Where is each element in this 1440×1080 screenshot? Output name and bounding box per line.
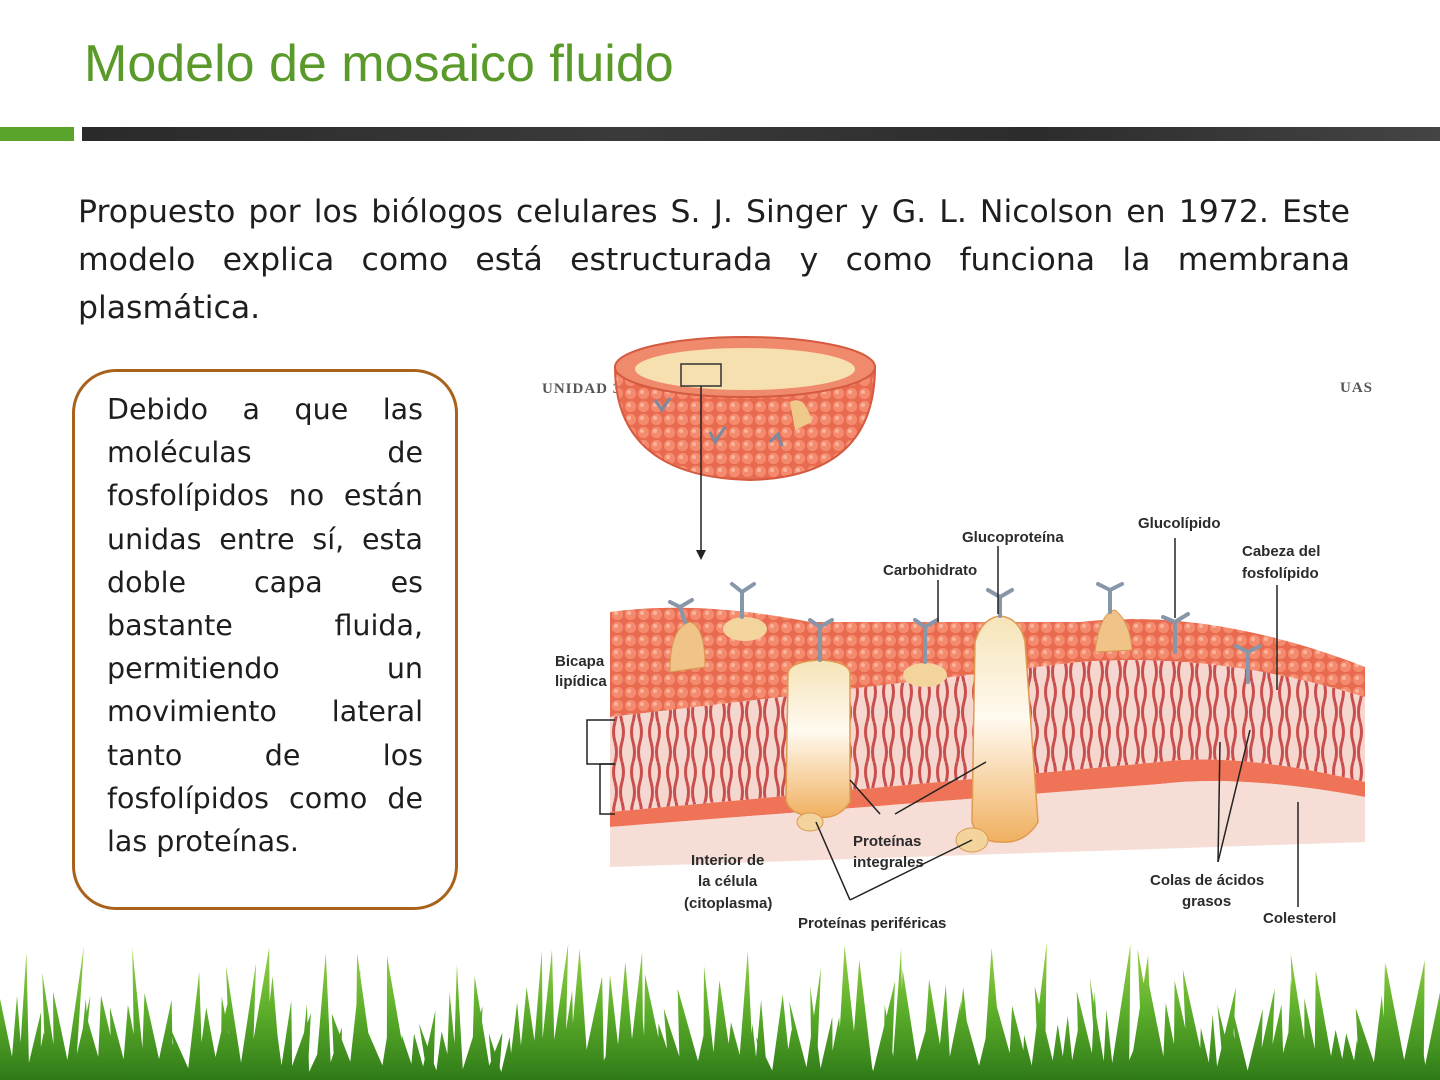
label-interior-line1: Interior de [691,852,764,869]
label-perifericas: Proteínas periféricas [798,915,946,932]
label-leader-lines [586,538,1299,907]
carbohydrate-chains [668,582,1262,684]
title-divider-bar [82,127,1440,141]
label-interior-line2: la célula [698,873,758,890]
grass-decoration [0,942,1440,1080]
label-integrales-line2: integrales [853,854,924,871]
label-colesterol: Colesterol [1263,910,1336,927]
label-cabeza-line2: fosfolípido [1242,565,1319,582]
integral-proteins [669,609,1133,853]
label-carbohidrato: Carbohidrato [883,562,977,579]
label-integrales-line1: Proteínas [853,833,921,850]
membrane-illustration: UNIDAD 3 UAS [542,336,1373,932]
label-colas-line2: grasos [1182,893,1231,910]
title-accent-bar [0,127,74,141]
cell-cutaway [613,336,877,560]
figure-header-right: UAS [1340,380,1373,396]
label-cabeza-line1: Cabeza del [1242,543,1320,560]
callout-box: Debido a que las moléculas de fosfolípid… [72,369,458,910]
label-glucolipido: Glucolípido [1138,515,1221,532]
callout-text: Debido a que las moléculas de fosfolípid… [107,393,423,859]
slide-title: Modelo de mosaico fluido [84,35,674,93]
label-interior-line3: (citoplasma) [684,895,772,912]
label-bicapa-line1: Bicapa [555,653,605,670]
label-glucoproteina: Glucoproteína [962,529,1064,546]
figure-header-left: UNIDAD 3 [542,381,621,397]
intro-paragraph: Propuesto por los biólogos celulares S. … [78,194,1350,326]
membrane-diagram: UNIDAD 3 UAS [520,322,1380,942]
label-colas-line1: Colas de ácidos [1150,872,1264,889]
label-bicapa-line2: lipídica [555,673,607,690]
